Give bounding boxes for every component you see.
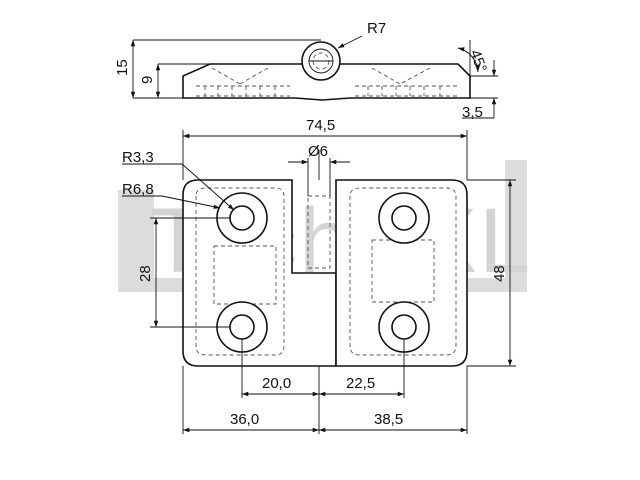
hole-bottom-left — [229, 314, 255, 340]
chamfer-arc — [457, 47, 480, 73]
hole-bottom-right — [391, 314, 417, 340]
dim-38-5-label: 38,5 — [374, 411, 403, 428]
hidden-countersinks — [211, 67, 431, 85]
r7-leader — [337, 35, 363, 49]
dim-36-0-label: 36,0 — [230, 411, 259, 428]
r6-8-leader — [161, 195, 221, 209]
front-view: 74,5 Ø6 R3,3 R6,8 28 48 20,0 — [122, 117, 516, 434]
top-view: R7 15 9 45° 3,5 — [114, 20, 498, 121]
left-pocket-hidden — [195, 187, 285, 356]
dim-pin-label: Ø6 — [308, 143, 328, 160]
dim-9-label: 9 — [139, 76, 156, 84]
hole-top-right — [391, 205, 417, 231]
r3-3-label: R3,3 — [122, 149, 154, 166]
r7-label: R7 — [367, 20, 386, 37]
right-leaf — [335, 179, 468, 367]
hidden-lines-right — [355, 85, 458, 97]
dim-74-5-label: 74,5 — [306, 117, 335, 134]
r3-3-leader — [181, 163, 235, 211]
dim-3-5-label: 3,5 — [462, 104, 483, 121]
chamfer-label: 45° — [466, 48, 490, 75]
right-pocket-hidden — [349, 187, 457, 356]
dim-48-label: 48 — [491, 265, 508, 282]
dim-20-0-label: 20,0 — [262, 375, 291, 392]
pin-hidden-outline — [307, 195, 331, 269]
watermark-bar-left — [118, 190, 154, 290]
r6-8-label: R6,8 — [122, 181, 154, 198]
dim-22-5-label: 22,5 — [346, 375, 375, 392]
dim-28-label: 28 — [137, 265, 154, 282]
dim-15-label: 15 — [114, 59, 131, 76]
